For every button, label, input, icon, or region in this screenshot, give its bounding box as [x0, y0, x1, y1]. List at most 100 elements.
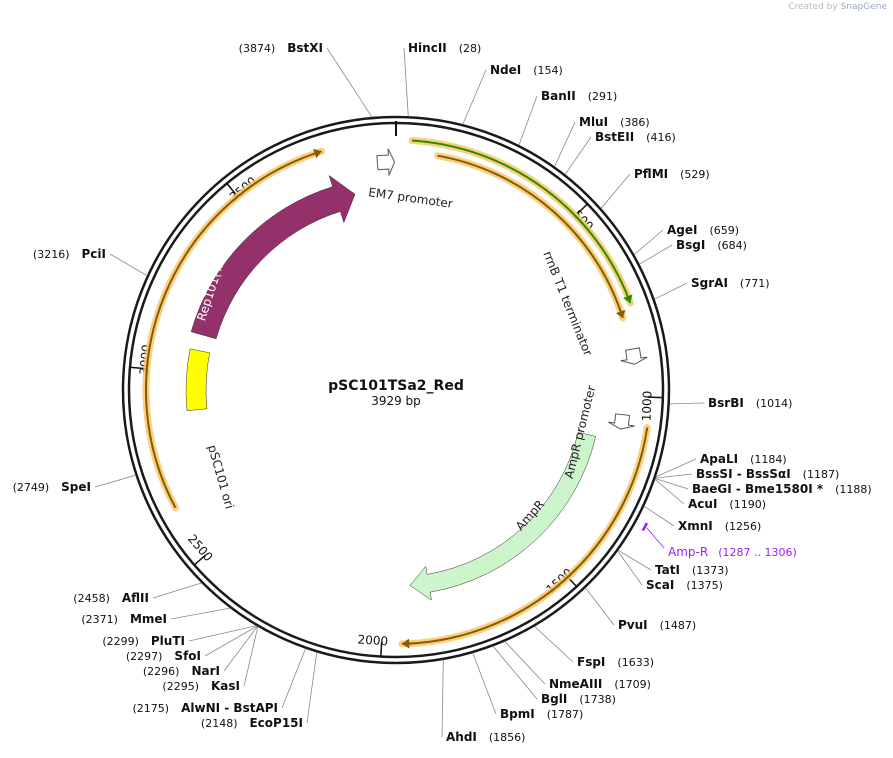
site-leader [654, 282, 688, 300]
site-position: (416) [646, 131, 676, 144]
site-name: NmeAIII [549, 677, 602, 691]
site-leader [655, 478, 689, 490]
site-leader [281, 648, 306, 709]
site-label: AgeI(659) [667, 223, 739, 237]
site-name: NdeI [490, 63, 521, 77]
site-leader [655, 473, 693, 479]
plasmid-length: 3929 bp [371, 394, 421, 408]
site-name: SfoI [174, 649, 201, 663]
site-leader [109, 253, 148, 276]
site-leader [243, 626, 259, 687]
site-leader [655, 458, 697, 478]
feature-label: rrnB T1 terminator [540, 249, 595, 358]
site-position: (3216) [33, 248, 70, 261]
site-leader [152, 582, 202, 599]
primer-range: (1287 .. 1306) [718, 546, 797, 559]
site-name: FspI [577, 655, 605, 669]
site-position: (684) [717, 239, 747, 252]
feature-rep101-ts- [190, 174, 356, 340]
site-name: BsgI [676, 238, 705, 252]
site-name: BsrBI [708, 396, 744, 410]
site-leader [306, 652, 318, 724]
site-label: (2299)PluTI [102, 634, 185, 648]
site-name: BglI [541, 692, 567, 706]
site-leader [654, 479, 685, 505]
site-label: PvuI(1487) [618, 618, 696, 632]
credit-brand: SnapGene [840, 2, 887, 12]
orf-arc [437, 154, 624, 319]
site-leader [564, 136, 592, 175]
site-name: BpmI [500, 707, 535, 721]
site-position: (1738) [579, 693, 616, 706]
site-label: NdeI (154) [490, 63, 563, 77]
site-position: (1188) [835, 483, 872, 496]
site-position: (1014) [756, 397, 793, 410]
feature-label: pSC101 ori [205, 443, 237, 510]
site-position: (28) [459, 42, 482, 55]
ruler-tick-label: 1000 [640, 391, 655, 422]
site-label: NmeAIII(1709) [549, 677, 651, 691]
site-leader [472, 652, 497, 715]
site-leader [518, 95, 538, 146]
site-name: AflII [122, 591, 149, 605]
site-name: BaeGI - Bme1580I * [692, 482, 824, 496]
site-name: MmeI [130, 612, 167, 626]
site-leader [188, 625, 257, 642]
snapgene-credit: Created by SnapGene [788, 2, 887, 12]
site-label: ApaLI(1184) [700, 452, 787, 466]
site-position: (1375) [686, 579, 723, 592]
orf-arcs [142, 137, 651, 649]
credit-prefix: Created by [788, 2, 838, 12]
site-leader [326, 47, 373, 118]
site-position: (1190) [729, 498, 766, 511]
site-label: AcuI (1190) [688, 497, 766, 511]
site-label: BsgI (684) [676, 238, 747, 252]
site-name: AhdI [446, 730, 477, 744]
site-label: PflMI(529) [634, 167, 710, 181]
orf-arc [145, 150, 322, 509]
site-position: (154) [533, 64, 563, 77]
site-position: (2371) [81, 613, 118, 626]
orf-arc [411, 139, 632, 304]
feature-ampr [409, 432, 596, 601]
site-label: XmnI(1256) [678, 519, 761, 533]
site-position: (1184) [750, 453, 787, 466]
site-label: (2297) SfoI [126, 649, 201, 663]
site-position: (291) [588, 90, 618, 103]
site-name: PluTI [151, 634, 185, 648]
ruler-tick-500 [576, 203, 588, 215]
plasmid-name: pSC101TSa2_Red [328, 378, 464, 394]
orf-arc-glow [408, 137, 634, 307]
primer-leader [646, 527, 665, 549]
site-label: (3874)BstXI [239, 41, 323, 55]
site-label: (3216)PciI [33, 247, 106, 261]
site-position: (2749) [13, 481, 50, 494]
site-name: EcoP15I [249, 716, 303, 730]
site-leader [618, 549, 652, 571]
feature-em7-promoter [376, 148, 396, 176]
site-name: SpeI [61, 480, 91, 494]
site-position: (1256) [725, 520, 762, 533]
site-position: (2297) [126, 650, 163, 663]
site-label: ScaI(1375) [646, 578, 723, 592]
site-label: BsrBI (1014) [708, 396, 792, 410]
site-leader [492, 645, 538, 700]
site-leader [204, 625, 258, 657]
site-label: (2296)NarI [143, 664, 220, 678]
site-name: MluI [579, 115, 608, 129]
site-label: (2458) AflII [73, 591, 149, 605]
site-position: (771) [740, 277, 770, 290]
site-position: (2458) [73, 592, 110, 605]
site-leader [643, 505, 675, 527]
site-name: BssSI - BssSαI [696, 467, 791, 481]
site-leader [534, 626, 574, 663]
site-name: BstXI [287, 41, 323, 55]
feature-ampr-promoter [608, 413, 635, 430]
site-label: BssSI - BssSαI(1187) [696, 467, 839, 481]
site-name: HincII [408, 41, 447, 55]
ruler-tick-2000 [380, 641, 383, 657]
site-label: TatI(1373) [655, 563, 729, 577]
site-name: AcuI [688, 497, 717, 511]
